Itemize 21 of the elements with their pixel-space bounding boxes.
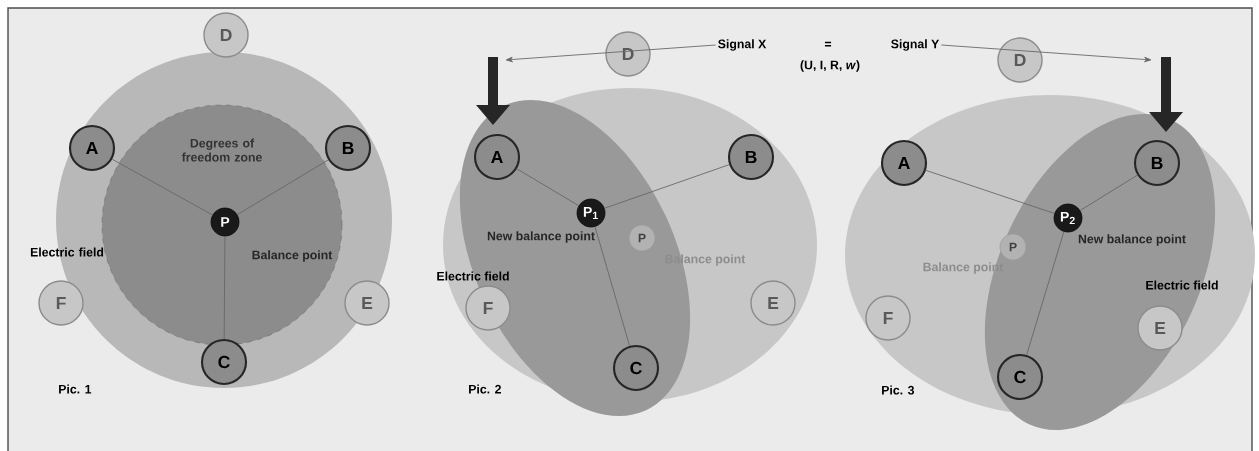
connector-line: [925, 169, 1055, 214]
connector-line: [111, 158, 213, 216]
caption-text: Balance point: [252, 250, 333, 262]
panel-label: Pic. 3: [882, 385, 915, 395]
arrow: [940, 44, 1152, 63]
signal-parameters: (U, I, R, w): [800, 60, 860, 72]
signal-label: Signal Y: [891, 39, 940, 51]
connector-line: [1079, 174, 1138, 211]
signal-label: Signal X: [718, 39, 767, 51]
connector-line: [604, 164, 730, 209]
caption-text: New balance point: [1078, 234, 1186, 246]
connector-line: [236, 159, 329, 216]
field-label: Electric field: [1146, 280, 1218, 290]
equals-sign: =: [824, 41, 832, 47]
connector-line: [1026, 231, 1065, 356]
panel-label: Pic. 1: [59, 384, 92, 394]
arrow: [505, 44, 717, 63]
caption-text: New balance point: [487, 231, 595, 243]
connector-line: [594, 226, 631, 347]
connector-line: [516, 168, 580, 207]
panel-label: Pic. 2: [469, 384, 501, 394]
